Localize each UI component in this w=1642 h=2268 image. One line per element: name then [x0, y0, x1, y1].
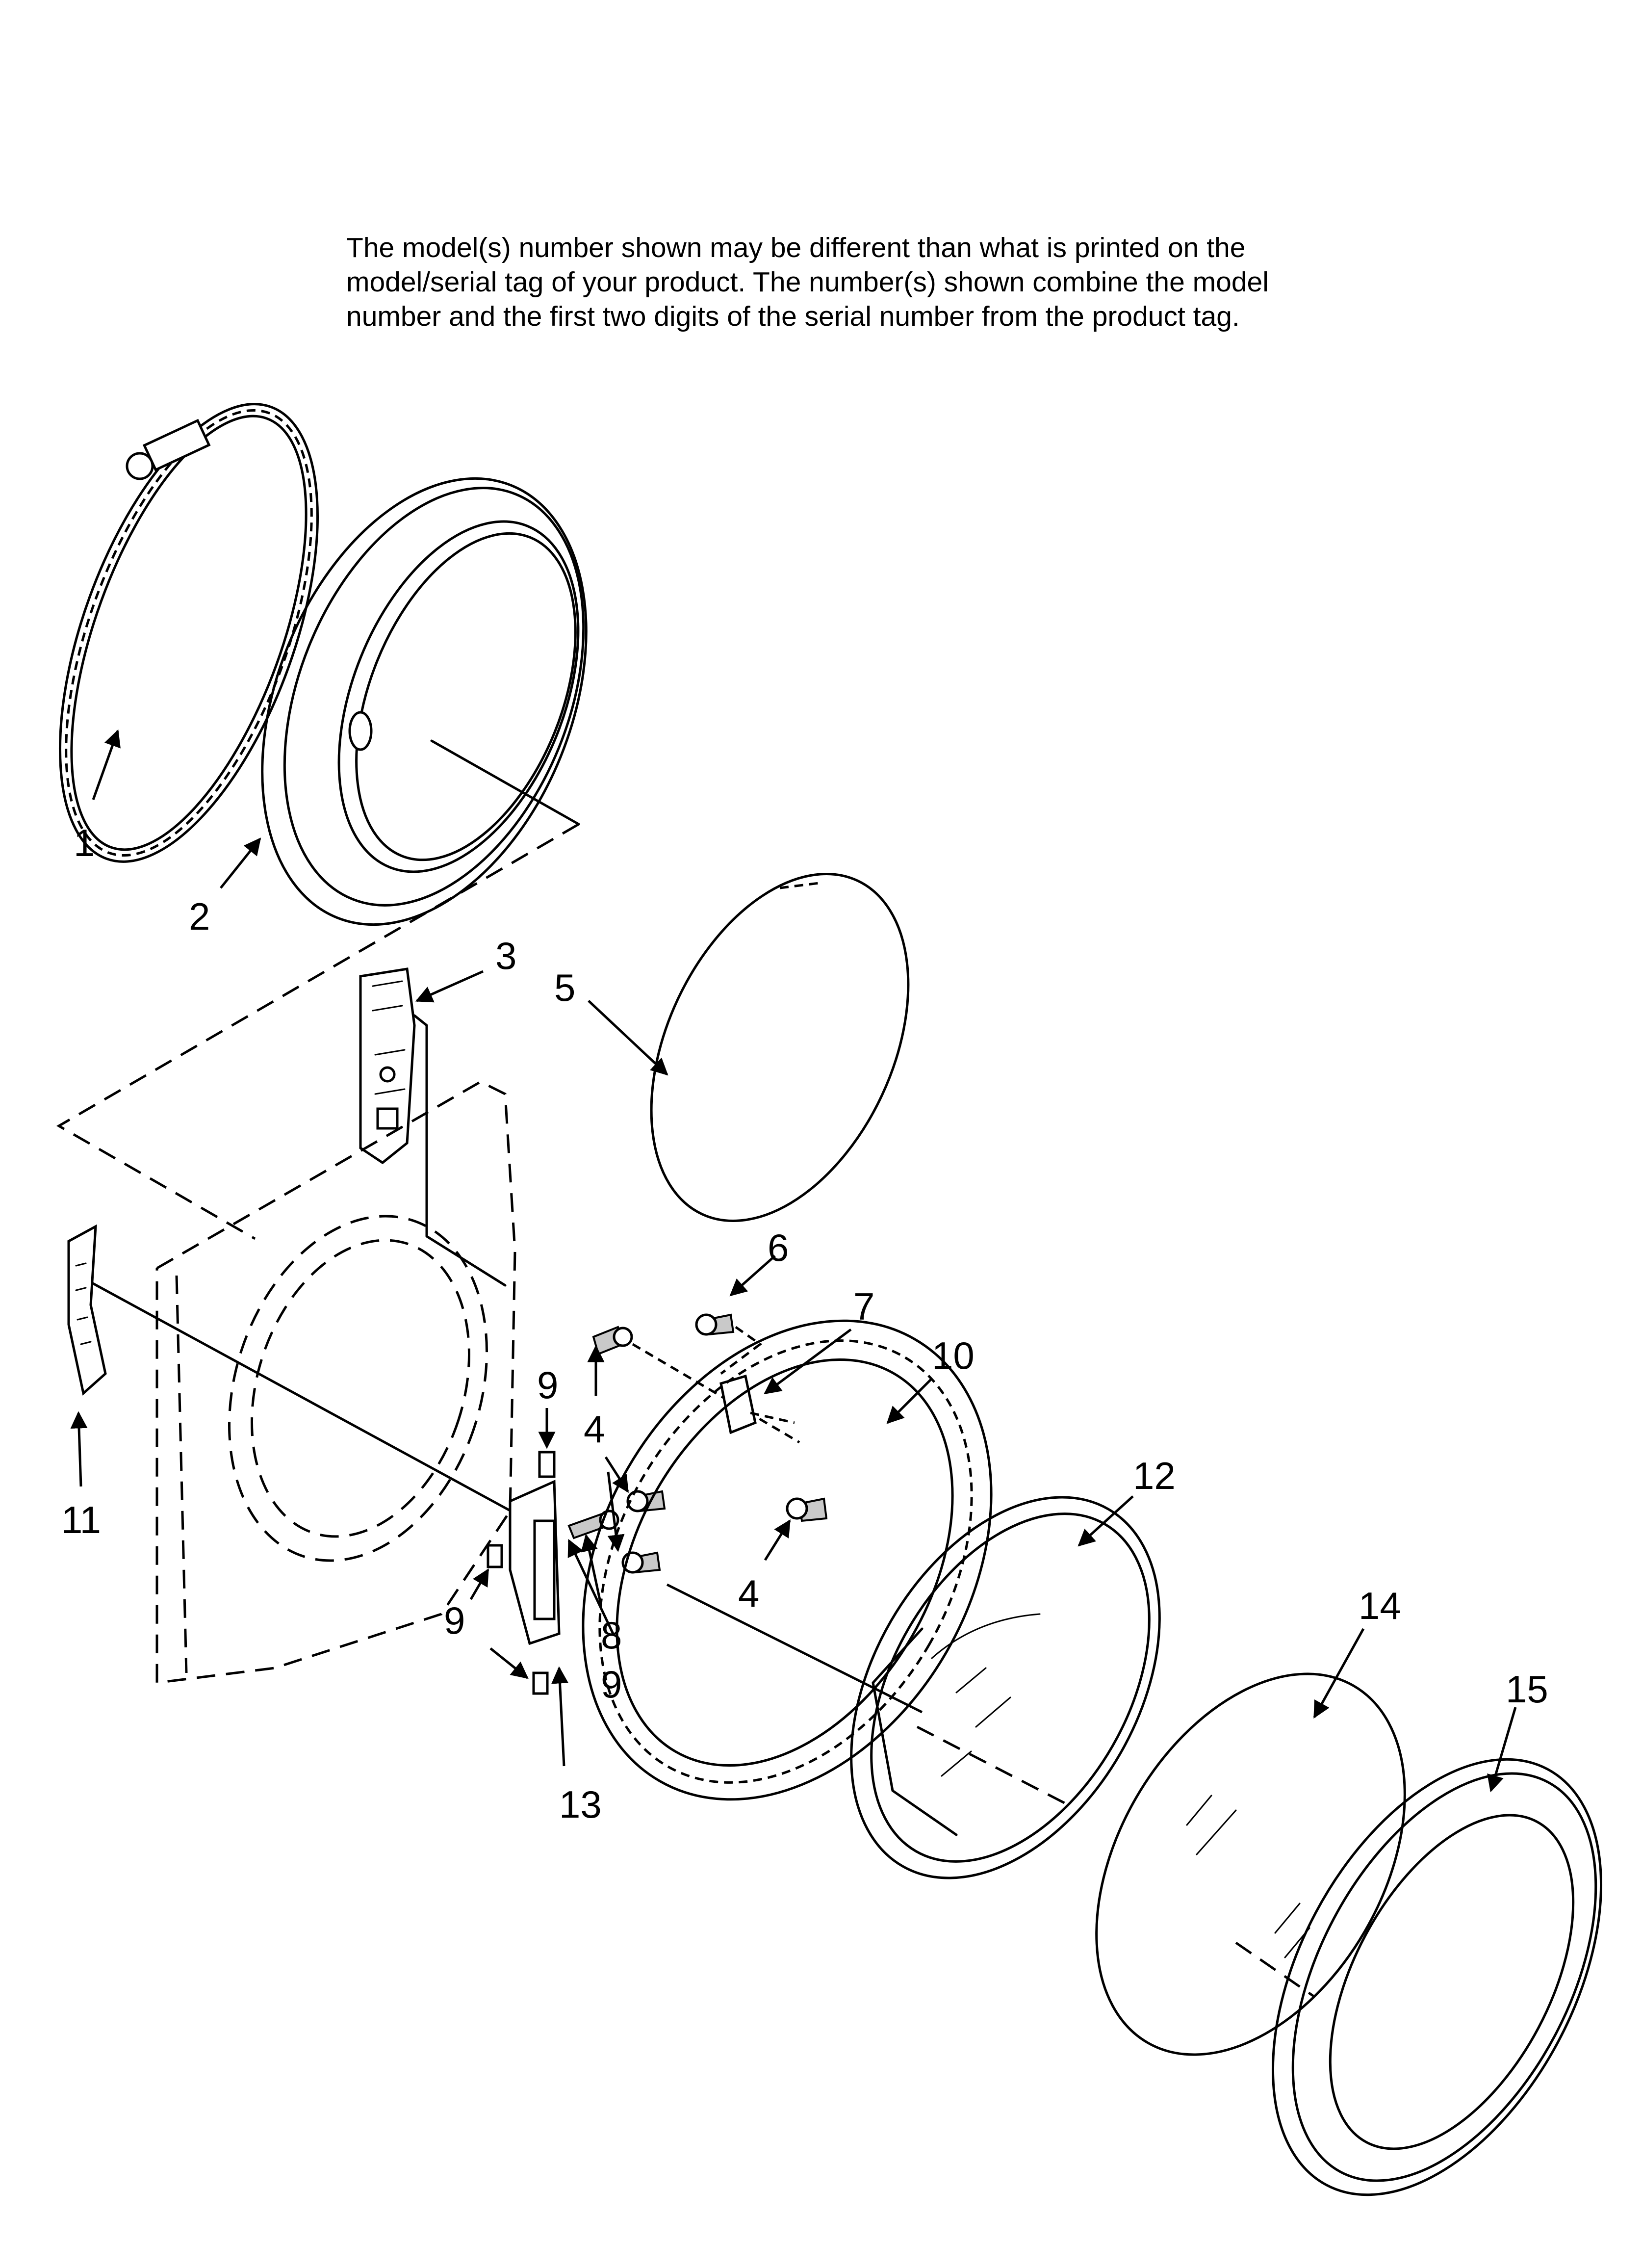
callout-12: 12 [1133, 1454, 1176, 1497]
callout-9-bottom: 9 [601, 1663, 622, 1706]
part-13-hinge [487, 1451, 561, 1695]
note-line-3: number and the first two digits of the s… [346, 301, 1240, 332]
part-6-screw [695, 1313, 763, 1375]
part-4-screws [592, 1326, 828, 1574]
note-line-1: The model(s) number shown may be differe… [346, 232, 1246, 263]
front-panel [77, 1080, 521, 1684]
callout-13: 13 [559, 1783, 602, 1826]
note-line-2: model/serial tag of your product. The nu… [346, 266, 1269, 298]
callout-3: 3 [495, 934, 516, 977]
callout-9-top: 9 [537, 1363, 558, 1407]
model-number-note: The model(s) number shown may be differe… [346, 231, 1425, 334]
part-10-inner-door-frame [582, 1319, 993, 1801]
part-2-door-boot [261, 477, 588, 926]
callout-8: 8 [601, 1614, 622, 1657]
part-12-door-glass-bowl [850, 1496, 1161, 1879]
callout-7: 7 [853, 1285, 874, 1328]
callout-15: 15 [1506, 1668, 1548, 1711]
callout-10: 10 [932, 1334, 975, 1377]
leader-arrows [70, 729, 1517, 1793]
part-15-outer-door [1271, 1758, 1603, 2196]
callout-5: 5 [554, 966, 575, 1009]
callout-2: 2 [189, 895, 210, 938]
callout-1: 1 [74, 821, 95, 864]
part-1-clamp-ring [59, 403, 319, 863]
part-11-bracket [67, 1224, 107, 1396]
callout-4-lower: 4 [738, 1572, 759, 1615]
callout-4-upper: 4 [584, 1408, 605, 1451]
part-5-wire-seal [650, 873, 910, 1222]
callout-6: 6 [768, 1226, 789, 1269]
callout-9-left: 9 [444, 1599, 465, 1642]
callout-14: 14 [1359, 1584, 1401, 1627]
part-3-door-lock [359, 967, 507, 1287]
callout-11: 11 [61, 1498, 101, 1541]
part-14-door-glass [1095, 1672, 1406, 2056]
part-8-screw [567, 1510, 619, 1539]
